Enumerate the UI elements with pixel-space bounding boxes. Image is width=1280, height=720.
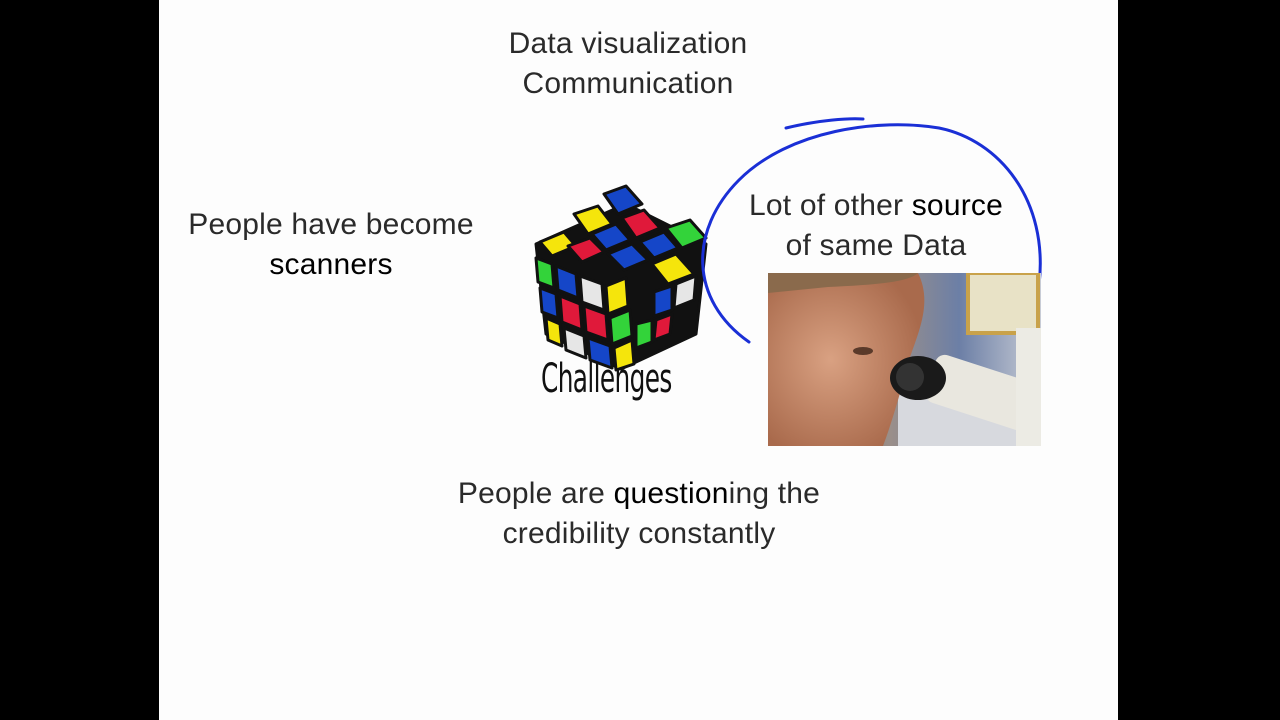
source-emphasis: source [911, 189, 1003, 222]
slide-title: Data visualization Communication [159, 24, 1097, 104]
question-emphasis: question [613, 477, 729, 510]
scanners-point: People have become scanners [159, 205, 503, 285]
credibility-line-2: credibility constantly [502, 517, 776, 550]
scanners-emphasis: scanners [269, 248, 393, 281]
credibility-line-1: People are questioning the [457, 477, 821, 510]
sources-point: Lot of other source of same Data [726, 186, 1026, 266]
rubiks-cube-image [534, 184, 708, 372]
sources-line-2: of same Data [785, 229, 967, 262]
scientist-microscope-photo [768, 273, 1041, 446]
scanners-line-1: People have become [188, 208, 474, 241]
sources-line-1: Lot of other source [749, 189, 1003, 222]
title-line-2: Communication [522, 67, 734, 100]
challenges-label: Challenges [541, 356, 672, 402]
title-line-1: Data visualization [508, 27, 748, 60]
presentation-slide: Data visualization Communication People … [159, 0, 1118, 720]
credibility-point: People are questioning the credibility c… [384, 474, 894, 554]
